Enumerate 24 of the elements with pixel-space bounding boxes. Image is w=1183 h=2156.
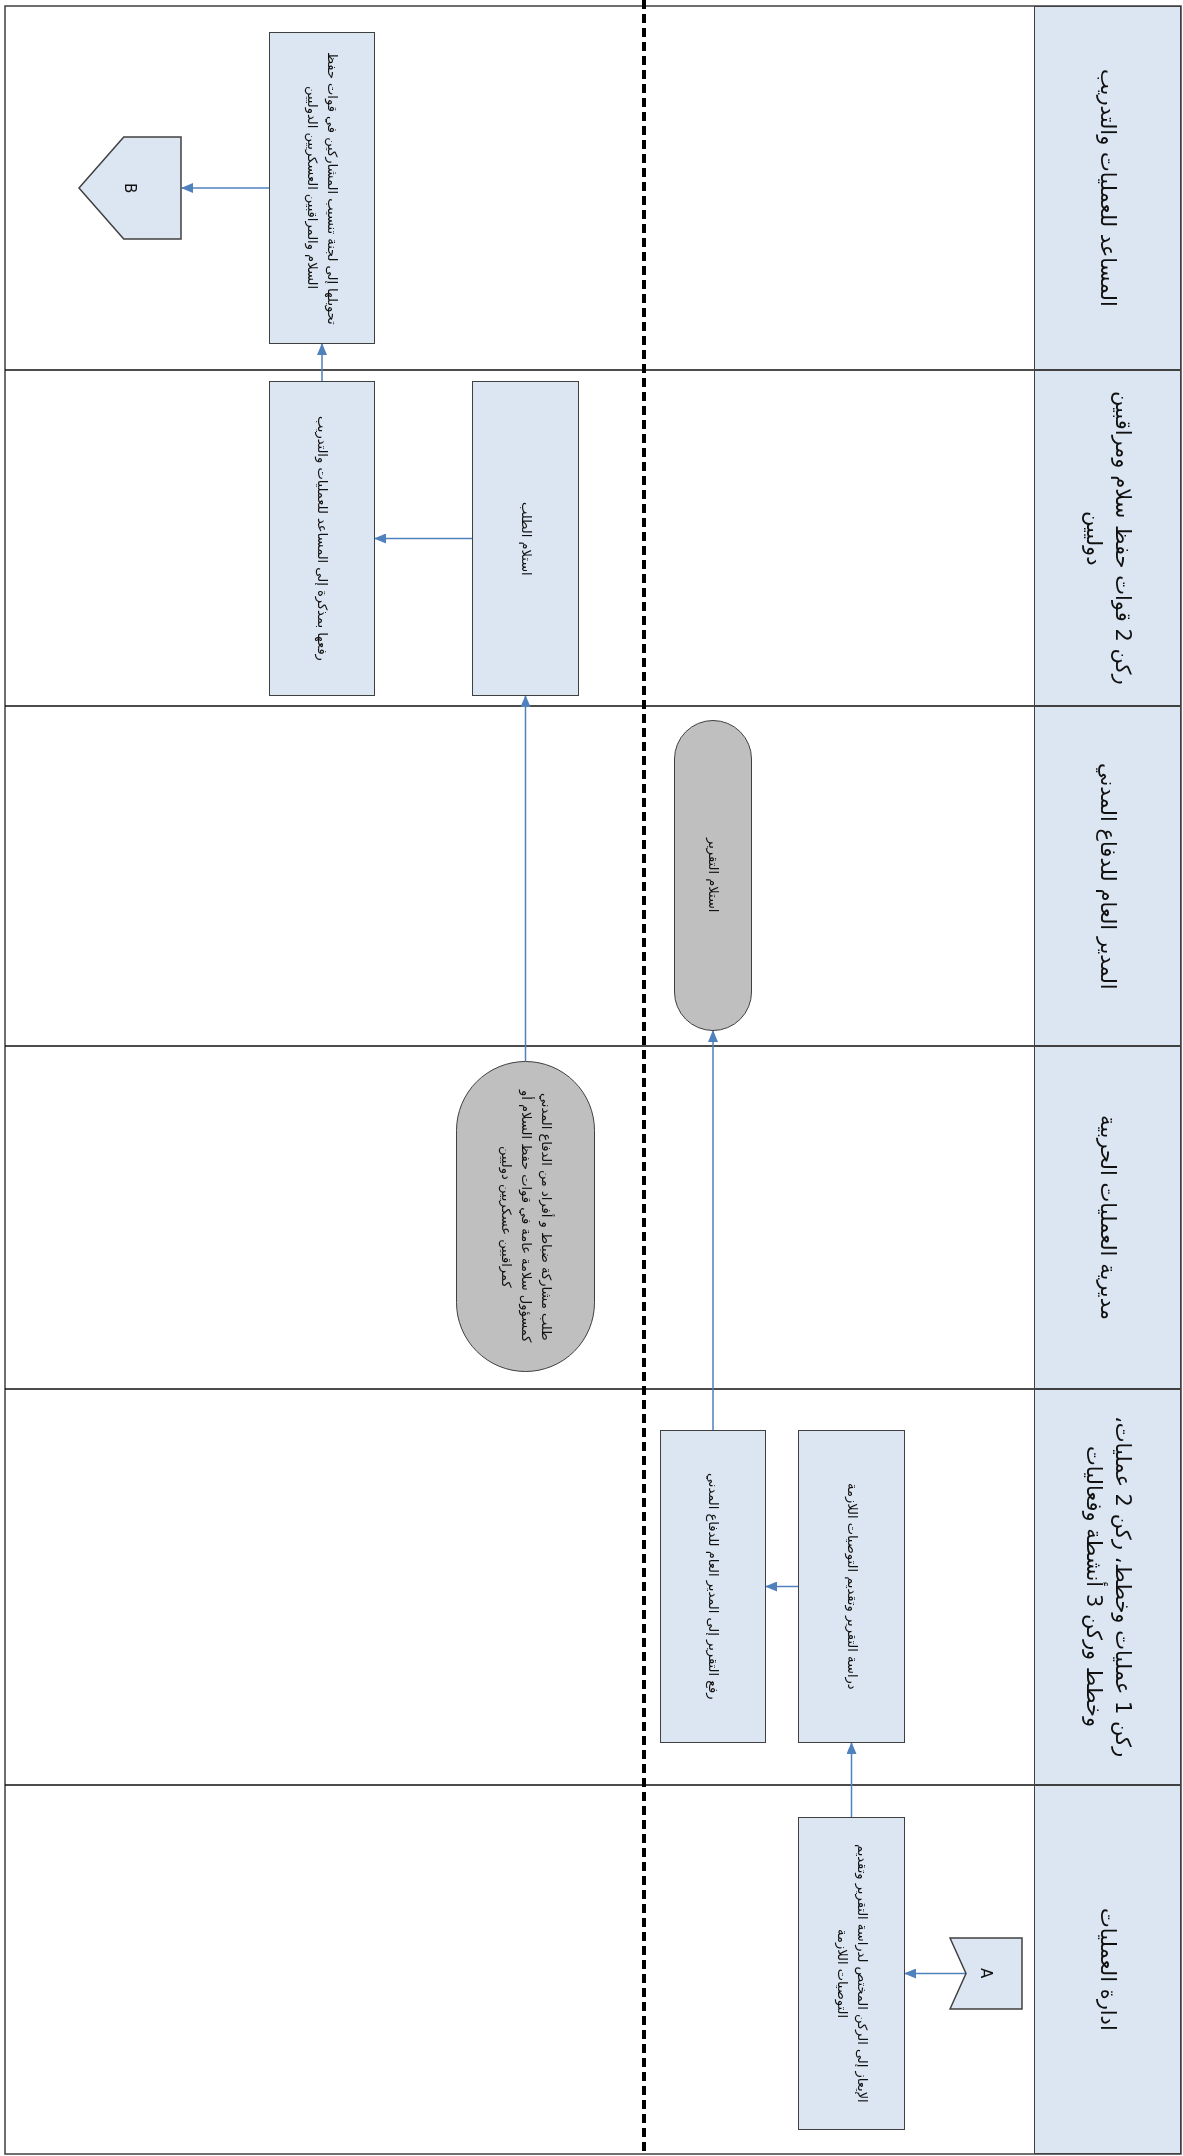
off-page-connector: B — [78, 136, 182, 240]
lane-header: ادارة العمليات — [1034, 1785, 1181, 2154]
arrow — [181, 183, 270, 193]
arrow — [765, 1581, 799, 1592]
process-box: استلام الطلب — [472, 381, 579, 696]
arrow — [846, 1742, 857, 1818]
terminator: طلب مشاركة ضباط و أفراد من الدفاع المدني كمسؤول سلامة عامة في قوات حفظ السلام أو كمراقبين عسكريين دوليين — [456, 1061, 595, 1372]
lane-header: ركن 2 قوات حفظ سلام ومراقبين دوليين — [1034, 370, 1181, 706]
lane-header: المدير العام للدفاع المدني — [1034, 706, 1181, 1046]
arrow — [374, 533, 473, 544]
arrow — [708, 1030, 718, 1431]
lane-header: ركن 1 عمليات وخطط، ركن 2 عمليات، وخطط وركن 3 أنشطة وفعاليات — [1034, 1389, 1181, 1785]
process-box: دراسة التقرير وتقديم التوصيات اللازمة — [798, 1430, 905, 1743]
process-box: تحويلها إلى لجنة تنسيب المشاركين في قوات حفظ السلام والمراقبين العسكريين الدوليين — [269, 32, 375, 344]
process-box: رفعها بمذكرة إلى المساعد للعمليات والتدريب — [269, 381, 375, 696]
lane-header: مديرية العمليات الحربية — [1034, 1046, 1181, 1389]
arrow — [317, 343, 327, 382]
process-box: رفع التقرير إلى المدير العام للدفاع المدني — [660, 1430, 766, 1743]
process-box: الإيعاز إلى الركن المختص لدراسة التقرير وتقديم التوصيات اللازمة — [798, 1817, 905, 2130]
lane-header: المساعد للعمليات والتدريب — [1034, 6, 1181, 370]
arrow — [904, 1968, 967, 1979]
arrow — [520, 695, 531, 1062]
terminator: استلام التقرير — [674, 720, 752, 1031]
off-page-connector: A — [949, 1937, 1023, 2010]
